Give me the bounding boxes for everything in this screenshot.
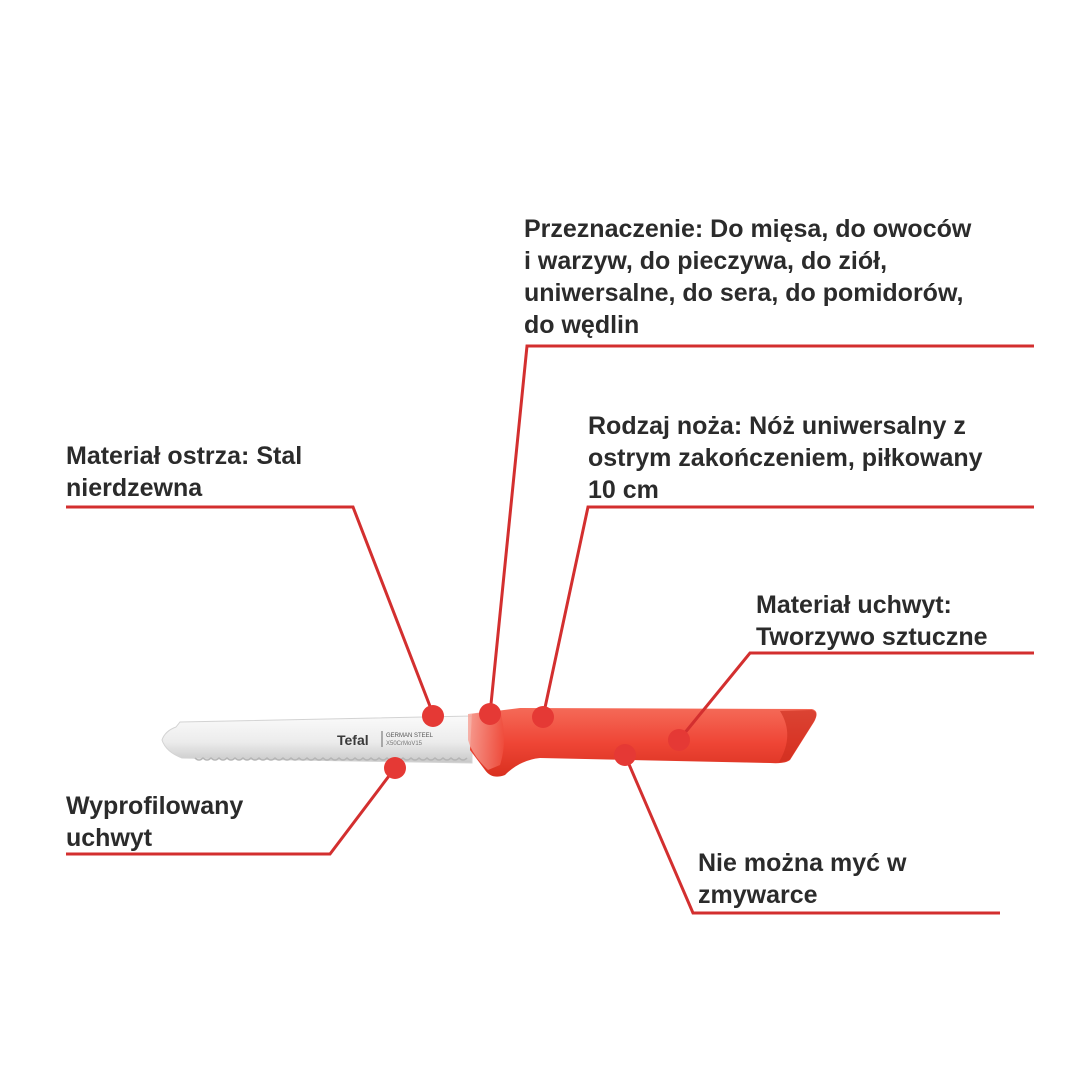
callout-line: nierdzewna <box>66 474 203 502</box>
dot-material-uchwyt <box>668 729 690 751</box>
callout-line: i warzyw, do pieczywa, do ziół, <box>524 247 888 275</box>
callout-line: uniwersalne, do sera, do pomidorów, <box>524 279 964 307</box>
callout-line: Tworzywo sztuczne <box>756 623 988 651</box>
callout-line: Przeznaczenie: Do mięsa, do owoców <box>524 215 972 243</box>
callout-dots <box>384 703 690 779</box>
callout-line: do wędlin <box>524 311 640 339</box>
callout-wyprofilowany: Wyprofilowany uchwyt <box>66 790 243 854</box>
callout-line: Nie można myć w <box>698 849 907 877</box>
callout-line: Materiał uchwyt: <box>756 591 952 619</box>
blade-text-line2: X50CrMoV15 <box>386 741 423 747</box>
callout-rodzaj-noza: Rodzaj noża: Nóż uniwersalny z ostrym za… <box>588 410 983 506</box>
leader-wyprofilowany <box>66 767 397 856</box>
callout-line: Rodzaj noża: Nóż uniwersalny z <box>588 412 966 440</box>
knife-handle <box>468 708 817 777</box>
callout-line: ostrym zakończeniem, piłkowany <box>588 444 983 472</box>
knife-brand-logo: Tefal <box>337 732 369 748</box>
leader-rodzaj-noza <box>541 505 1034 718</box>
callout-line: Wyprofilowany <box>66 792 244 820</box>
dot-material-ostrza <box>422 705 444 727</box>
dot-wyprofilowany <box>384 757 406 779</box>
serrated-edge <box>194 756 468 761</box>
leader-material-uchwyt <box>677 651 1034 741</box>
blade-text-line1: GERMAN STEEL <box>386 733 434 739</box>
leader-nie-mozna <box>623 754 1000 915</box>
dot-nie-mozna <box>614 744 636 766</box>
callout-material-ostrza: Materiał ostrza: Stal nierdzewna <box>66 440 302 504</box>
callout-nie-mozna: Nie można myć w zmywarce <box>698 847 906 911</box>
dot-przeznaczenie <box>479 703 501 725</box>
leader-lines <box>66 344 1034 915</box>
callout-line: zmywarce <box>698 881 818 909</box>
callout-material-uchwyt: Materiał uchwyt: Tworzywo sztuczne <box>756 589 988 653</box>
handle-bolster <box>468 710 504 770</box>
knife-blade: Tefal GERMAN STEEL X50CrMoV15 <box>161 715 473 764</box>
leader-przeznaczenie <box>488 344 1034 715</box>
callout-przeznaczenie: Przeznaczenie: Do mięsa, do owoców i war… <box>524 213 971 341</box>
callout-line: uchwyt <box>66 824 153 852</box>
callout-line: 10 cm <box>588 476 659 504</box>
dot-rodzaj-noza <box>532 706 554 728</box>
callout-line: Materiał ostrza: Stal <box>66 442 303 470</box>
leader-material-ostrza <box>66 505 435 715</box>
